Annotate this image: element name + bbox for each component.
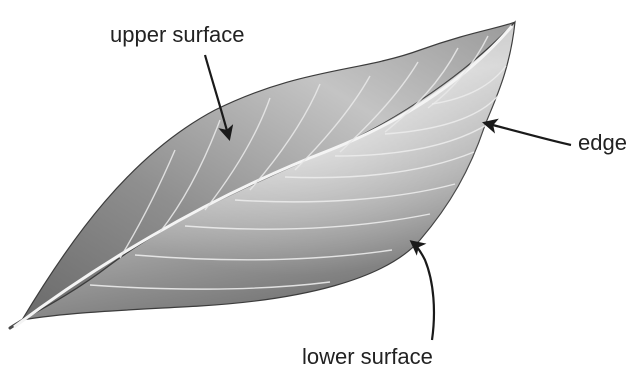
arrow-lower-surface bbox=[412, 242, 434, 340]
label-upper-surface: upper surface bbox=[110, 22, 245, 47]
label-lower-surface: lower surface bbox=[302, 344, 433, 369]
arrow-edge bbox=[485, 123, 571, 145]
label-edge: edge bbox=[578, 130, 627, 155]
